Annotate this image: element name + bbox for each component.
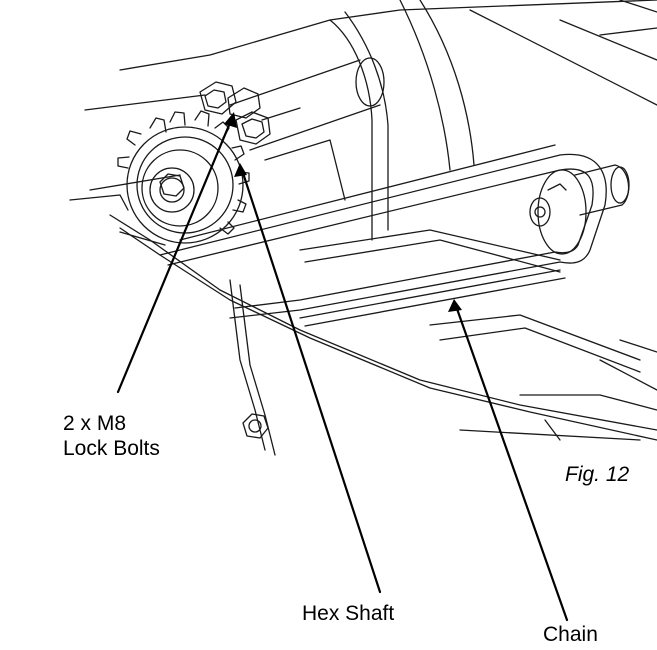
lock-bolts-label-line1: 2 x M8 bbox=[63, 412, 127, 435]
hex-shaft bbox=[229, 57, 385, 201]
chain-label: Chain bbox=[543, 623, 598, 646]
idler-sprocket bbox=[529, 164, 630, 255]
hex-shaft-leader bbox=[240, 168, 382, 594]
arrowheads bbox=[224, 112, 462, 312]
drive-sprocket bbox=[117, 110, 250, 244]
hex-shaft-arrowhead bbox=[234, 163, 247, 177]
chain-leader bbox=[454, 304, 569, 622]
center-nut bbox=[159, 173, 185, 197]
hex-shaft-label: Hex Shaft bbox=[302, 602, 395, 625]
figure-caption: Fig. 12 bbox=[565, 463, 630, 486]
lock-bolts-label-line2: Lock Bolts bbox=[63, 437, 160, 460]
lock-bolts-arrowhead bbox=[224, 112, 237, 128]
chain-arrowhead bbox=[448, 299, 462, 312]
leader-lines bbox=[116, 116, 569, 622]
bottom-bolt bbox=[242, 413, 269, 439]
frame-housing bbox=[69, 0, 657, 456]
lock-bolts bbox=[199, 81, 271, 145]
lock-bolts-leader bbox=[116, 116, 234, 394]
chain-loop bbox=[119, 144, 607, 327]
